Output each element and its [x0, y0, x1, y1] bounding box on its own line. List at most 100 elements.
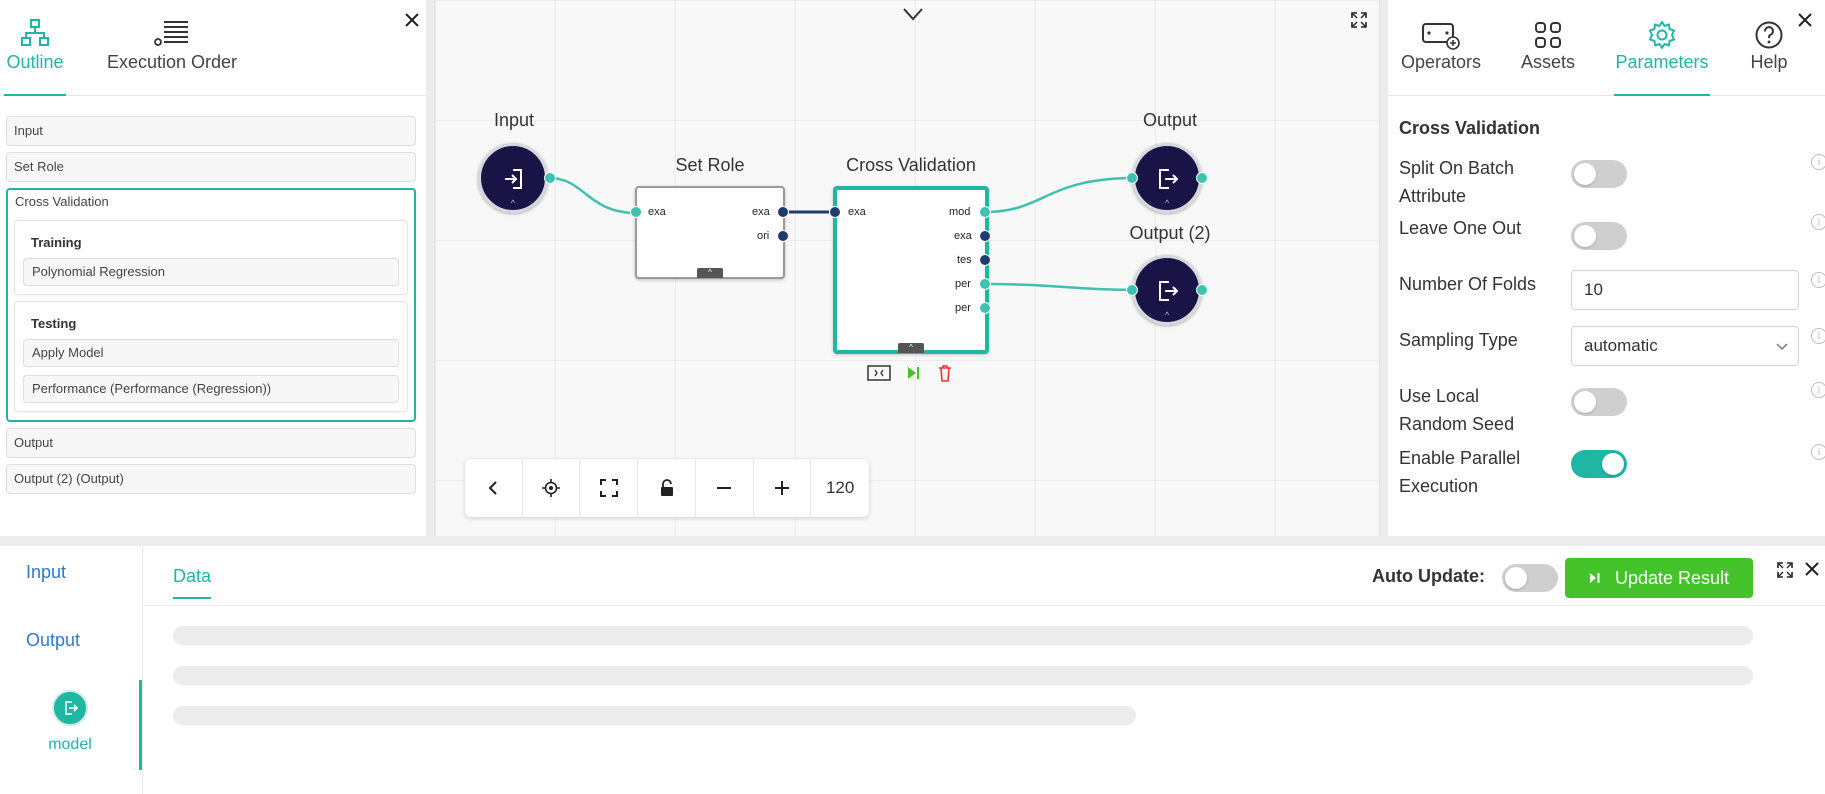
outline-item-input[interactable]: Input	[6, 116, 416, 146]
outline-item-output-2[interactable]: Output (2) (Output)	[6, 464, 416, 494]
tab-assets[interactable]: Assets	[1520, 20, 1576, 73]
right-splitter[interactable]	[1380, 0, 1388, 536]
tab-help[interactable]: Help	[1748, 20, 1790, 73]
chevron-down-icon	[1776, 343, 1788, 351]
output-2-out-port[interactable]	[1196, 284, 1208, 296]
use-local-seed-toggle[interactable]	[1571, 388, 1627, 416]
run-step-icon[interactable]	[905, 364, 921, 382]
unlock-icon	[660, 479, 673, 496]
lock-button[interactable]	[638, 459, 696, 517]
cv-out-port-per[interactable]	[979, 278, 991, 290]
subprocess-testing: Testing Apply Model Performance (Perform…	[14, 301, 408, 412]
outline-item-output[interactable]: Output	[6, 428, 416, 458]
update-result-label: Update Result	[1615, 568, 1730, 588]
expand-icon[interactable]	[1351, 12, 1367, 28]
tab-outline-label: Outline	[6, 52, 64, 72]
tab-data[interactable]: Data	[173, 566, 212, 599]
subprocess-title: Training	[31, 235, 82, 250]
number-of-folds-input[interactable]	[1571, 270, 1799, 310]
operator-actions	[867, 362, 967, 384]
expand-icon[interactable]	[1777, 562, 1793, 578]
subprocess-title: Testing	[31, 316, 77, 331]
outline-group-cross-validation[interactable]: Cross Validation Training Polynomial Reg…	[6, 188, 416, 422]
cv-out-port-mod[interactable]	[979, 206, 991, 218]
collapse-icon[interactable]: ^	[898, 343, 924, 353]
close-icon[interactable]	[1803, 560, 1821, 578]
set-role-out-port-exa[interactable]	[777, 206, 789, 218]
outline-panel: Outline Execution Order Input Set Role C…	[0, 0, 432, 536]
canvas-toolbar: 120	[465, 459, 869, 517]
back-button[interactable]	[465, 459, 523, 517]
output-node-label: Output	[1142, 110, 1198, 130]
info-icon[interactable]: i	[1811, 214, 1825, 230]
sampling-type-select[interactable]: automatic	[1571, 326, 1799, 366]
outline-item-performance[interactable]: Performance (Performance (Regression))	[23, 375, 399, 403]
enable-parallel-toggle[interactable]	[1571, 450, 1627, 478]
set-role-out-port-ori[interactable]	[777, 230, 789, 242]
param-label: Use Local Random Seed	[1399, 386, 1515, 434]
cross-validation-operator[interactable]: ^	[833, 186, 989, 354]
outline-item-polynomial-regression[interactable]: Polynomial Regression	[23, 258, 399, 286]
bottom-splitter[interactable]	[0, 536, 1825, 546]
output-2-in-port[interactable]	[1126, 284, 1138, 296]
tab-operators[interactable]: Operators	[1398, 20, 1484, 73]
collapse-icon[interactable]: ^	[697, 268, 723, 278]
left-tabs: Outline Execution Order	[0, 0, 432, 96]
center-button[interactable]	[523, 459, 581, 517]
tab-outline[interactable]: Outline	[4, 18, 66, 96]
process-canvas[interactable]: Input ^ Set Role ^ exa exa ori Cross Val…	[434, 0, 1380, 536]
outline-group-title[interactable]: Cross Validation	[15, 194, 109, 209]
sidebar-item-input[interactable]: Input	[26, 562, 67, 582]
sampling-type-value: automatic	[1584, 336, 1658, 355]
loading-skeleton-line	[173, 626, 1753, 645]
zoom-out-button[interactable]	[696, 459, 754, 517]
param-label: Split On Batch Attribute	[1399, 158, 1515, 206]
zoom-in-button[interactable]	[754, 459, 812, 517]
split-on-batch-toggle[interactable]	[1571, 160, 1627, 188]
info-icon[interactable]: i	[1811, 328, 1825, 344]
leave-one-out-toggle[interactable]	[1571, 222, 1627, 250]
subprocess-icon[interactable]	[867, 364, 891, 382]
cv-out-port-tes[interactable]	[979, 254, 991, 266]
input-node-label: Input	[493, 110, 535, 130]
output-in-port[interactable]	[1126, 172, 1138, 184]
port-label: exa	[954, 230, 972, 242]
auto-update-label: Auto Update:	[1372, 566, 1485, 586]
caret-up-icon: ^	[510, 198, 516, 208]
sitemap-icon	[21, 19, 49, 46]
info-icon[interactable]: i	[1811, 272, 1825, 288]
output-2-node[interactable]: ^	[1132, 255, 1202, 325]
cv-out-port-per-2[interactable]	[979, 302, 991, 314]
outline-list: Input Set Role Cross Validation Training…	[6, 116, 416, 500]
outline-item-set-role[interactable]: Set Role	[6, 152, 416, 182]
close-icon[interactable]	[1795, 10, 1815, 30]
left-splitter[interactable]	[426, 0, 434, 536]
subprocess-training: Training Polynomial Regression	[14, 220, 408, 295]
tab-execution-order[interactable]: Execution Order	[104, 18, 240, 73]
chevron-down-icon[interactable]	[901, 4, 925, 24]
sidebar-item-model[interactable]: model	[0, 680, 142, 770]
close-icon[interactable]	[402, 10, 422, 30]
parameters-title: Cross Validation	[1399, 118, 1541, 138]
output-node[interactable]: ^	[1132, 143, 1202, 213]
results-panel: Input Output model Data Auto Update: Upd…	[0, 546, 1825, 794]
cv-out-port-exa[interactable]	[979, 230, 991, 242]
auto-update-toggle[interactable]	[1502, 564, 1558, 592]
cv-in-port[interactable]	[829, 206, 841, 218]
update-result-button[interactable]: Update Result	[1565, 558, 1753, 598]
info-icon[interactable]: i	[1811, 154, 1825, 170]
input-node[interactable]: ^	[478, 143, 548, 213]
set-role-in-port[interactable]	[630, 206, 642, 218]
port-label: tes	[957, 254, 972, 266]
input-out-port[interactable]	[544, 172, 556, 184]
sidebar-item-output[interactable]: Output	[26, 630, 81, 650]
info-icon[interactable]: i	[1811, 382, 1825, 398]
minus-icon	[717, 487, 732, 489]
trash-icon[interactable]	[937, 363, 953, 383]
param-label: Sampling Type	[1399, 330, 1518, 350]
fit-view-button[interactable]	[580, 459, 639, 517]
output-out-port[interactable]	[1196, 172, 1208, 184]
info-icon[interactable]: i	[1811, 444, 1825, 460]
tab-parameters[interactable]: Parameters	[1614, 20, 1710, 96]
outline-item-apply-model[interactable]: Apply Model	[23, 339, 399, 367]
